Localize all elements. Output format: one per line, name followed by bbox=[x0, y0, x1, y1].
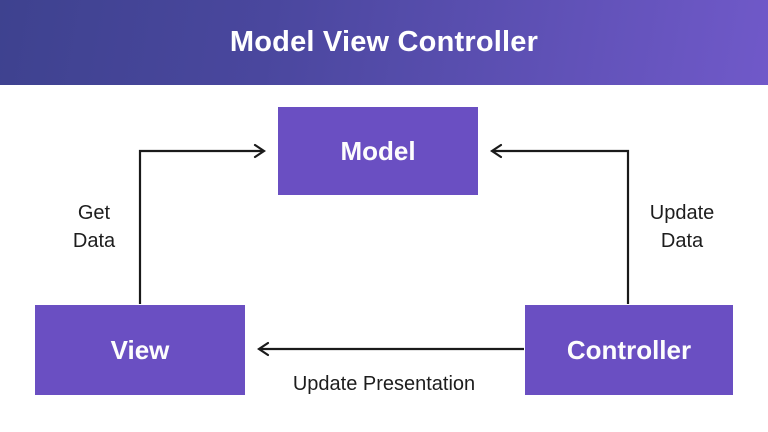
page-title: Model View Controller bbox=[229, 26, 539, 58]
node-controller-label: Controller bbox=[566, 334, 692, 365]
node-model-label: Model bbox=[340, 135, 416, 166]
arrow-controller-to-view bbox=[257, 341, 524, 357]
node-view: View bbox=[35, 305, 245, 395]
node-model: Model bbox=[278, 107, 478, 195]
header-bar: Model View Controller bbox=[0, 0, 768, 85]
node-controller: Controller bbox=[525, 305, 733, 395]
edge-label-update-presentation: Update Presentation bbox=[292, 373, 476, 395]
node-view-label: View bbox=[110, 334, 170, 365]
arrow-controller-to-model bbox=[490, 143, 630, 304]
arrow-view-to-model bbox=[138, 143, 266, 304]
arrowhead-right-icon bbox=[253, 143, 266, 159]
arrowhead-left-icon bbox=[257, 341, 270, 357]
edge-label-get-data: Get Data bbox=[72, 202, 116, 252]
arrowhead-left-icon bbox=[490, 143, 503, 159]
edge-label-update-data: Update Data bbox=[649, 202, 715, 252]
